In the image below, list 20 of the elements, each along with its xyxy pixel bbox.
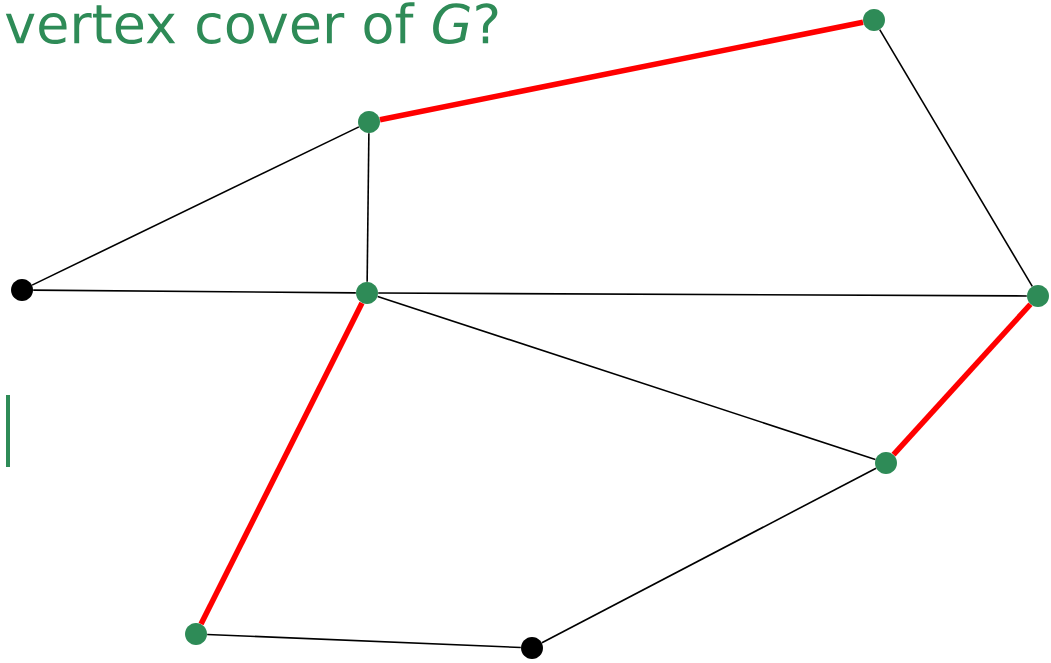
- vertex-dot: [356, 282, 378, 304]
- graph-edge: [379, 19, 864, 123]
- graph-edge: [541, 467, 877, 644]
- graph-edge: [376, 295, 877, 461]
- vertex-dot: [875, 452, 897, 474]
- graph-edge: [198, 301, 365, 626]
- graph-edge: [366, 132, 370, 283]
- vertex-dot: [1027, 285, 1049, 307]
- graph-edge: [206, 633, 522, 649]
- graph-edge: [891, 302, 1033, 457]
- graph-edge: [377, 292, 1028, 297]
- vertex-dot: [185, 623, 207, 645]
- graph-edge: [878, 28, 1034, 288]
- vertex-dot: [863, 9, 885, 31]
- graph-edge: [31, 126, 360, 286]
- graph-edge: [32, 289, 357, 294]
- vertex-dot: [521, 637, 543, 659]
- title: vertex cover of G?: [5, 2, 498, 44]
- vertex-dot: [11, 279, 33, 301]
- vertex-dot: [358, 111, 380, 133]
